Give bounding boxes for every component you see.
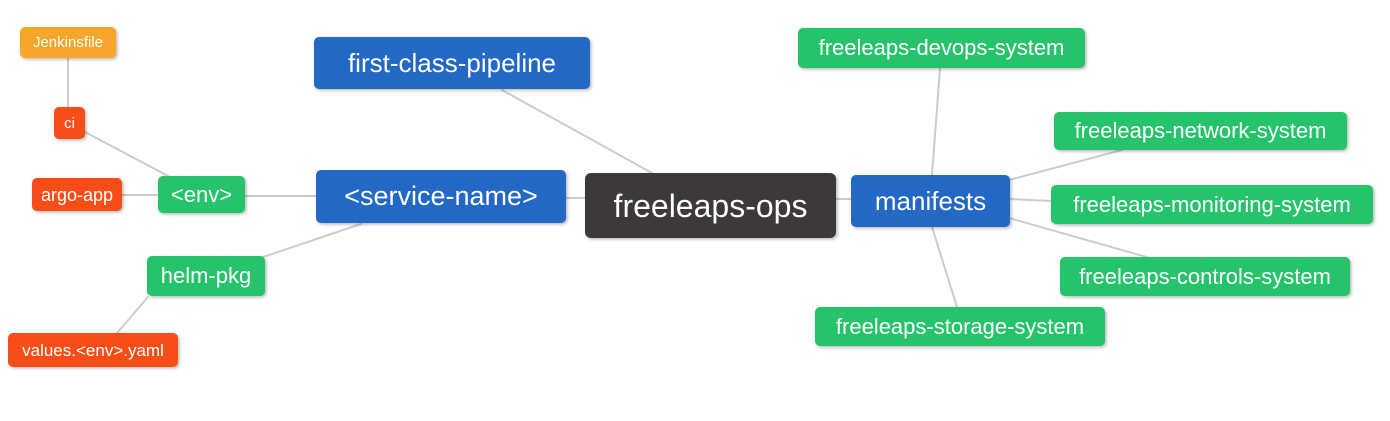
edge-manifests-to-freeleaps-storage-system xyxy=(931,226,958,308)
node-helm-pkg[interactable]: helm-pkg xyxy=(147,256,265,296)
node-manifests[interactable]: manifests xyxy=(851,175,1010,227)
node-argo-app[interactable]: argo-app xyxy=(32,178,122,211)
node-env[interactable]: <env> xyxy=(158,176,245,213)
node-values-env-yaml[interactable]: values.<env>.yaml xyxy=(8,333,178,367)
edge-service-name-to-helm-pkg xyxy=(262,223,362,258)
node-jenkinsfile[interactable]: Jenkinsfile xyxy=(20,27,116,58)
node-freeleaps-controls-system[interactable]: freeleaps-controls-system xyxy=(1060,257,1350,296)
node-freeleaps-ops[interactable]: freeleaps-ops xyxy=(585,173,836,238)
node-freeleaps-monitoring-system[interactable]: freeleaps-monitoring-system xyxy=(1051,185,1373,224)
node-service-name[interactable]: <service-name> xyxy=(316,170,566,223)
node-freeleaps-storage-system[interactable]: freeleaps-storage-system xyxy=(815,307,1105,346)
edge-manifests-to-freeleaps-monitoring-system xyxy=(1008,198,1052,202)
edge-manifests-to-freeleaps-devops-system xyxy=(931,67,941,176)
node-freeleaps-devops-system[interactable]: freeleaps-devops-system xyxy=(798,28,1085,68)
edge-helm-pkg-to-values-env-yaml xyxy=(116,296,149,334)
edge-ci-to-env xyxy=(84,131,169,177)
node-ci[interactable]: ci xyxy=(54,107,85,139)
node-first-class-pipeline[interactable]: first-class-pipeline xyxy=(314,37,590,89)
edge-manifests-to-freeleaps-network-system xyxy=(1008,149,1123,181)
edge-first-class-pipeline-to-freeleaps-ops xyxy=(501,89,653,174)
node-freeleaps-network-system[interactable]: freeleaps-network-system xyxy=(1054,112,1347,150)
edge-manifests-to-freeleaps-controls-system xyxy=(1008,217,1151,259)
